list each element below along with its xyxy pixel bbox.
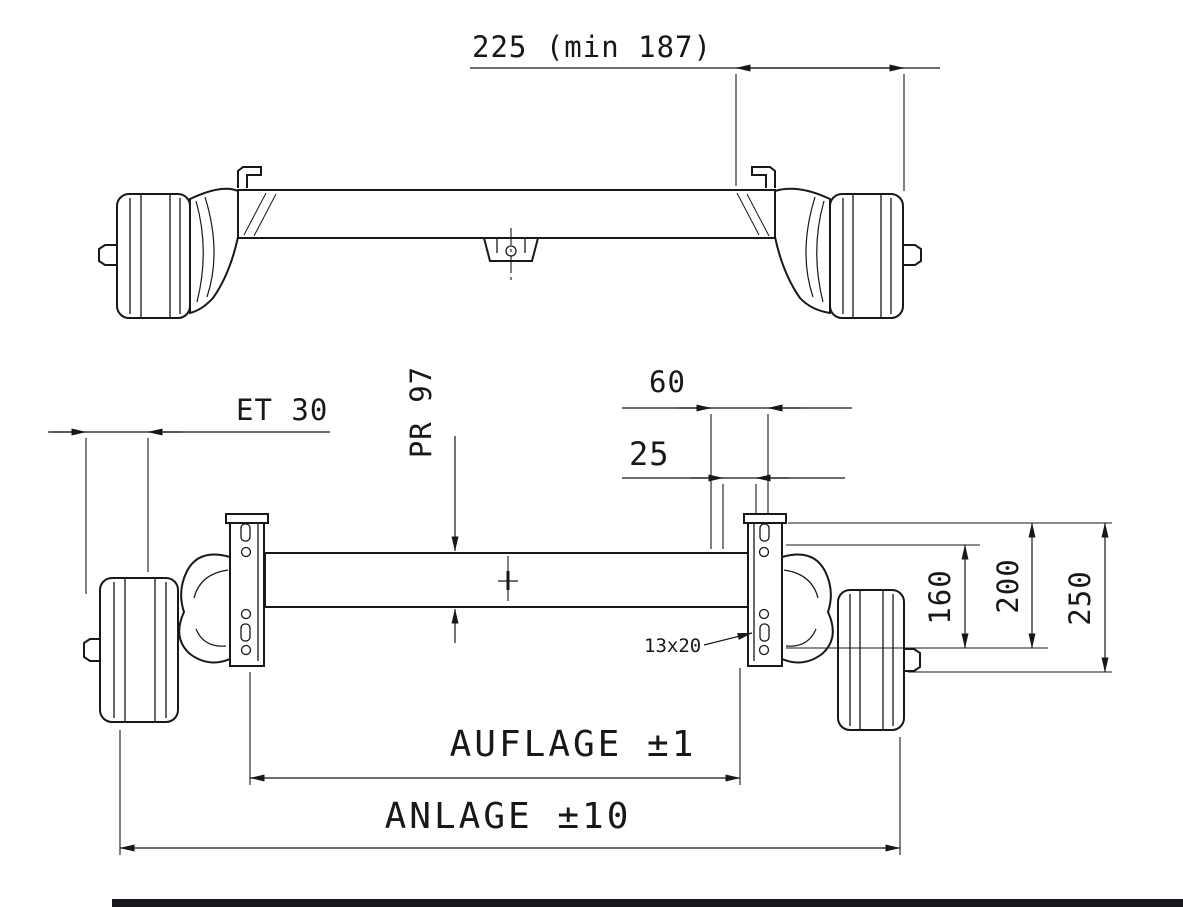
plate-slot <box>759 623 770 642</box>
dimension-label-auflage: AUFLAGE ±1 <box>450 724 697 765</box>
suspension-arm-right-bottom <box>781 553 834 664</box>
dimension-label-25: 25 <box>629 435 670 473</box>
stub-axle-left-bottom <box>83 638 101 662</box>
dimension-heights: 160 200 250 <box>786 522 1112 673</box>
bottom-view: ET 30 PR 97 60 25 <box>48 365 1112 855</box>
dimension-label-et30: ET 30 <box>236 393 328 427</box>
dimension-label-250: 250 <box>1063 570 1097 625</box>
dimension-label-200: 200 <box>991 558 1025 613</box>
mounting-plate-right <box>743 513 787 667</box>
dimension-label-anlage: ANLAGE ±10 <box>385 796 632 837</box>
dimension-label-pr97: PR 97 <box>404 366 438 458</box>
plate-hole <box>240 608 252 620</box>
mounting-plate-left <box>225 513 269 667</box>
dimension-auflage: AUFLAGE ±1 <box>249 668 741 785</box>
plate-hole <box>758 644 770 656</box>
stub-axle-left-top <box>98 244 118 266</box>
axle-tube-top <box>237 189 776 239</box>
dimension-label-160: 160 <box>923 569 957 624</box>
dimension-et30: ET 30 <box>48 393 330 594</box>
dimension-label-60: 60 <box>649 365 686 399</box>
tube-bracket-right <box>751 166 776 188</box>
tube-end-hatch-right <box>736 192 770 237</box>
dimension-60: 60 <box>622 365 852 549</box>
tube-end-hatch-left <box>243 192 277 237</box>
dimension-pr97: PR 97 <box>404 366 459 643</box>
brake-drum-left-bottom <box>83 577 179 723</box>
suspension-arm-right-top <box>774 187 831 315</box>
slot-size-label: 13x20 <box>644 635 701 657</box>
plate-slot <box>240 623 251 642</box>
center-mount-bracket <box>483 228 539 280</box>
plate-slot <box>240 523 251 542</box>
slot-size-callout: 13x20 <box>644 632 753 657</box>
brake-drum-right-bottom <box>837 589 921 731</box>
plate-hole <box>240 644 252 656</box>
dimension-25: 25 <box>622 435 845 549</box>
plate-slot <box>759 523 770 542</box>
stub-axle-right-top <box>902 244 922 266</box>
stub-axle-right-bottom <box>903 648 921 672</box>
suspension-arm-left-bottom <box>178 553 231 664</box>
dimension-anlage: ANLAGE ±10 <box>119 730 901 855</box>
dimension-225: 225 (min 187) <box>470 30 940 191</box>
plate-hole <box>758 546 770 558</box>
plate-hole <box>240 546 252 558</box>
tube-bracket-left <box>237 166 262 188</box>
plate-hole <box>758 608 770 620</box>
brake-drum-right-top <box>829 193 922 319</box>
top-view: 225 (min 187) <box>98 30 940 319</box>
brake-drum-left-top <box>98 193 191 319</box>
drawing-frame-bottom <box>112 899 1183 907</box>
suspension-arm-left-top <box>189 187 239 315</box>
dimension-label-225: 225 (min 187) <box>472 30 712 64</box>
tube-center-mark <box>498 556 518 604</box>
